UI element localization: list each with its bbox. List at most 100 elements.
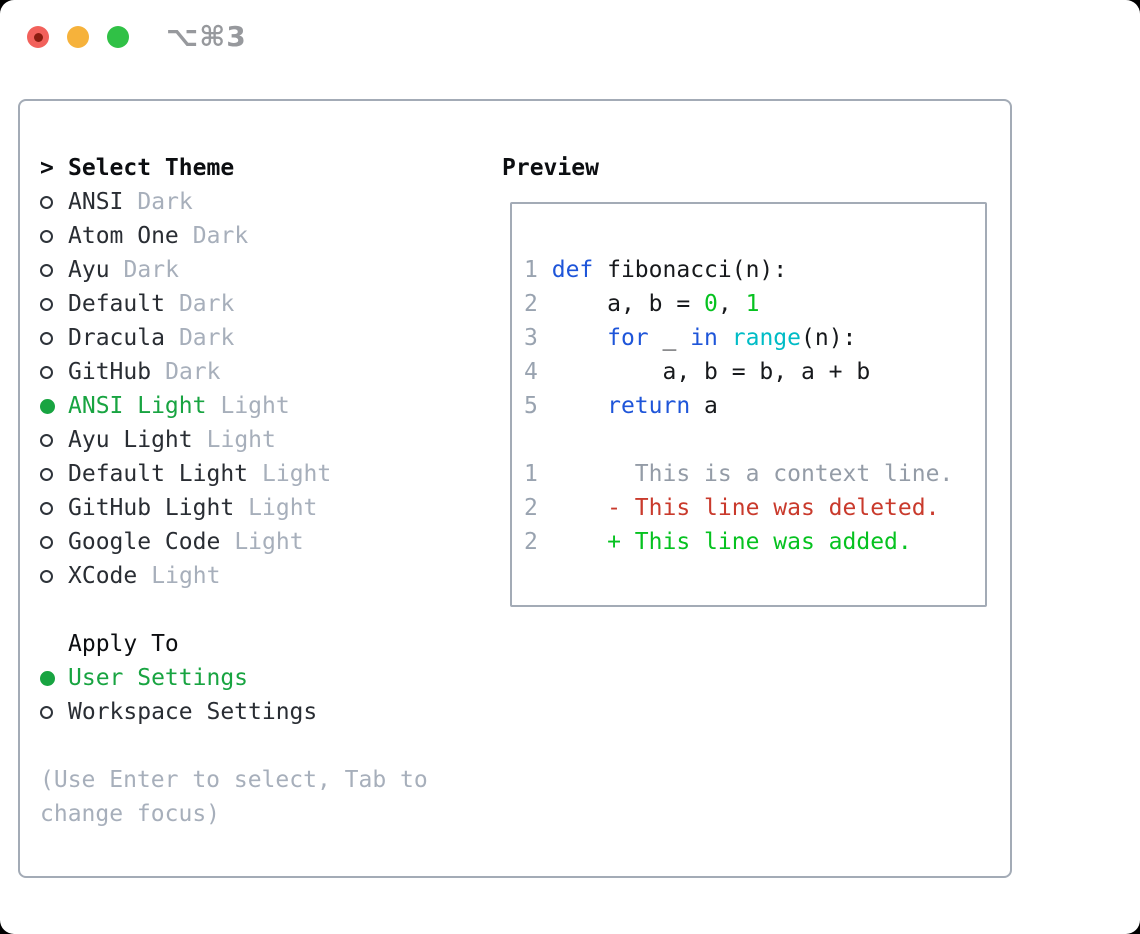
- theme-variant-badge: Dark: [123, 257, 179, 283]
- theme-option-gutter: [40, 398, 68, 414]
- code-segment-kw: in: [690, 325, 718, 351]
- theme-option-gutter: [40, 569, 68, 583]
- code-segment-kw: return: [607, 393, 691, 419]
- preview-title: Preview: [502, 155, 599, 181]
- theme-variant-badge: Dark: [178, 291, 235, 317]
- line-number: 2: [524, 291, 538, 317]
- theme-name: Atom One: [68, 223, 179, 249]
- line-number: 2: [524, 495, 538, 521]
- code-segment-del: - This line was deleted.: [537, 495, 940, 521]
- code-line: 2 + This line was added.: [524, 525, 953, 559]
- theme-option[interactable]: ANSI Light Light: [40, 389, 428, 423]
- theme-name: Default: [68, 291, 165, 317]
- code-segment-ctx: This is a context line.: [537, 461, 954, 487]
- code-line: 5 return a: [524, 389, 953, 423]
- radio-icon: [40, 297, 53, 311]
- apply-to-header-row: Apply To: [40, 627, 428, 661]
- theme-option[interactable]: Ayu Dark: [40, 253, 428, 287]
- theme-option-gutter: [40, 365, 68, 379]
- theme-name: GitHub: [68, 359, 152, 385]
- zoom-button[interactable]: [107, 26, 129, 48]
- unsaved-changes-dot-icon: [33, 32, 43, 42]
- theme-variant-badge: Light: [262, 461, 332, 487]
- theme-option[interactable]: Ayu Light Light: [40, 423, 428, 457]
- code-segment-plain: [538, 393, 607, 419]
- keyboard-hint-line: change focus): [40, 801, 221, 827]
- radio-icon: [40, 195, 53, 209]
- line-number: 5: [524, 393, 538, 419]
- code-line: 2 a, b = 0, 1: [524, 287, 953, 321]
- theme-variant-badge: Light: [234, 529, 304, 555]
- line-number: 1: [524, 257, 538, 283]
- theme-option[interactable]: GitHub Dark: [40, 355, 428, 389]
- theme-variant-badge: Dark: [165, 359, 221, 385]
- line-number: 1: [524, 461, 538, 487]
- code-line: 2 - This line was deleted.: [524, 491, 953, 525]
- code-segment-plain: _: [648, 325, 691, 351]
- line-number: 3: [524, 325, 538, 351]
- theme-option[interactable]: Google Code Light: [40, 525, 428, 559]
- theme-name: Google Code: [68, 529, 221, 555]
- theme-name: Ayu Light: [68, 427, 193, 453]
- radio-icon: [40, 433, 53, 447]
- theme-variant-badge: Dark: [137, 189, 193, 215]
- line-number: 2: [524, 529, 538, 555]
- theme-name: ANSI: [68, 189, 124, 215]
- code-line: 4 a, b = b, a + b: [524, 355, 953, 389]
- apply-to-option-gutter: [40, 670, 68, 686]
- selection-caret-icon: >: [40, 155, 54, 181]
- theme-option[interactable]: Default Dark: [40, 287, 428, 321]
- code-segment-plain: [538, 325, 607, 351]
- code-segment-plain: (n):: [801, 325, 857, 351]
- spacer: [40, 729, 428, 763]
- radio-selected-icon: [40, 398, 55, 414]
- theme-option-gutter: [40, 297, 68, 311]
- radio-icon: [40, 705, 53, 719]
- apply-to-option-label: Workspace Settings: [68, 699, 318, 725]
- theme-option-gutter: [40, 263, 68, 277]
- apply-to-option[interactable]: User Settings: [40, 661, 428, 695]
- close-button[interactable]: [27, 26, 49, 48]
- line-number: 4: [524, 359, 538, 385]
- code-segment-kw: def: [551, 257, 594, 283]
- minimize-button[interactable]: [67, 26, 89, 48]
- radio-selected-icon: [40, 670, 55, 686]
- theme-name: ANSI Light: [68, 393, 207, 419]
- theme-variant-badge: Light: [248, 495, 318, 521]
- code-segment-plain: a, b =: [537, 291, 705, 317]
- apply-to-option-label: User Settings: [68, 665, 249, 691]
- theme-variant-badge: Light: [220, 393, 290, 419]
- theme-option-gutter: [40, 331, 68, 345]
- spacer: [40, 593, 428, 627]
- theme-variant-badge: Light: [206, 427, 276, 453]
- theme-option[interactable]: Atom One Dark: [40, 219, 428, 253]
- apply-to-option-gutter: [40, 705, 68, 719]
- theme-option[interactable]: ANSI Dark: [40, 185, 428, 219]
- theme-variant-badge: Light: [151, 563, 221, 589]
- radio-icon: [40, 569, 53, 583]
- code-segment-num: 1: [745, 291, 760, 317]
- header-gutter: >: [40, 151, 68, 185]
- theme-variant-badge: Dark: [178, 325, 235, 351]
- theme-name: Ayu: [68, 257, 110, 283]
- radio-icon: [40, 331, 53, 345]
- radio-icon: [40, 229, 53, 243]
- theme-variant-badge: Dark: [192, 223, 249, 249]
- code-segment-plain: fibonacci(n):: [593, 257, 788, 283]
- theme-list-header: >Select Theme: [40, 151, 428, 185]
- apply-to-title: Apply To: [68, 631, 179, 657]
- code-segment-add: + This line was added.: [537, 529, 912, 555]
- apply-to-option[interactable]: Workspace Settings: [40, 695, 428, 729]
- code-segment-kw: for: [607, 325, 649, 351]
- theme-name: Default Light: [68, 461, 249, 487]
- radio-icon: [40, 365, 53, 379]
- code-segment-plain: a: [690, 393, 718, 419]
- code-segment-plain: a, b = b, a + b: [537, 359, 871, 385]
- theme-option[interactable]: Default Light Light: [40, 457, 428, 491]
